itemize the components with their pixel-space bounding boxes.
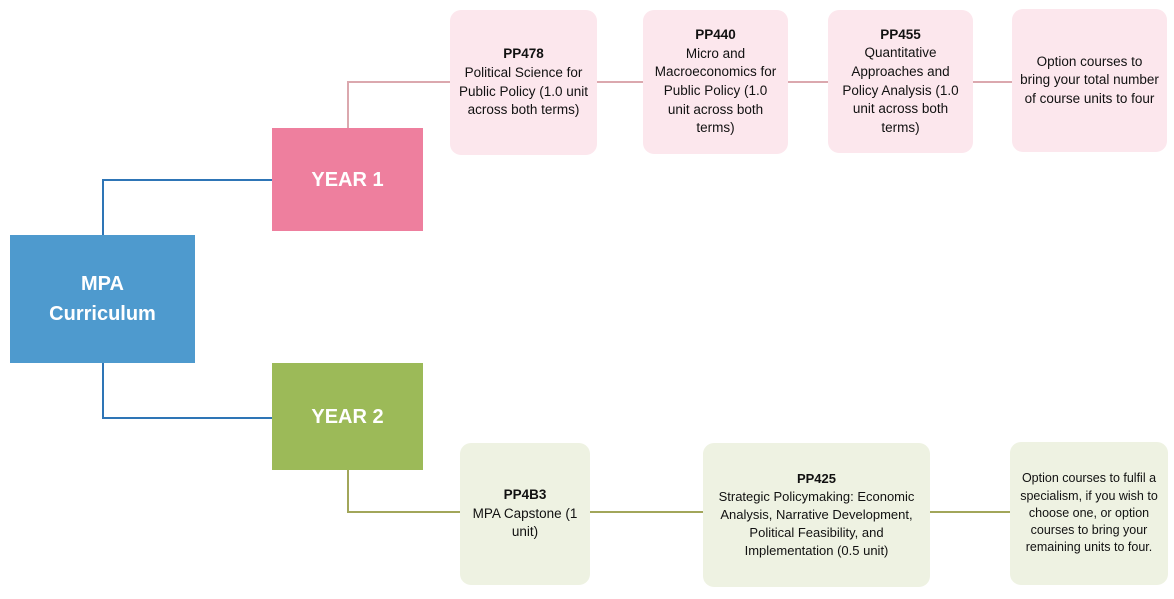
- course-box-pp478: PP478 Political Science for Public Polic…: [450, 10, 597, 155]
- year2-label: YEAR 2: [311, 405, 384, 428]
- course-box-pp425: PP425 Strategic Policymaking: Economic A…: [703, 443, 930, 587]
- connector-root-year2-vertical: [102, 362, 104, 419]
- connector-year2-row-vertical: [347, 469, 349, 513]
- course-code: PP440: [695, 27, 736, 43]
- course-description: Quantitative Approaches and Policy Analy…: [842, 45, 959, 135]
- connector-year1-pp478: [347, 81, 451, 83]
- connector-pp440-pp455: [787, 81, 829, 83]
- course-code: PP478: [503, 46, 544, 62]
- course-box-year1-options: Option courses to bring your total numbe…: [1012, 9, 1167, 152]
- course-box-year2-options: Option courses to fulfil a specialism, i…: [1010, 442, 1168, 585]
- course-description: Option courses to bring your total numbe…: [1020, 53, 1159, 106]
- connector-year1-row-vertical: [347, 81, 349, 129]
- connector-pp4b3-pp425: [589, 511, 704, 513]
- connector-year2-pp4b3: [347, 511, 461, 513]
- course-description: Strategic Policymaking: Economic Analysi…: [718, 489, 915, 558]
- root-node-mpa-curriculum: MPA Curriculum: [10, 235, 195, 363]
- course-description: Option courses to fulfil a specialism, i…: [1020, 471, 1158, 555]
- course-box-pp4b3: PP4B3 MPA Capstone (1 unit): [460, 443, 590, 585]
- course-code: PP4B3: [503, 487, 547, 503]
- course-box-pp440: PP440 Micro and Macroeconomics for Publi…: [643, 10, 788, 154]
- connector-pp425-option: [929, 511, 1011, 513]
- root-node-label: MPA Curriculum: [49, 273, 156, 325]
- connector-pp455-option: [972, 81, 1013, 83]
- connector-pp478-pp440: [596, 81, 644, 83]
- connector-root-year1-horizontal: [102, 179, 272, 181]
- connector-root-year1-vertical: [102, 179, 104, 237]
- year2-node: YEAR 2: [272, 363, 423, 470]
- year1-label: YEAR 1: [311, 168, 384, 191]
- course-code: PP425: [796, 471, 837, 487]
- connector-root-year2-horizontal: [102, 417, 272, 419]
- year1-node: YEAR 1: [272, 128, 423, 231]
- course-description: Political Science for Public Policy (1.0…: [458, 64, 589, 118]
- course-code: PP455: [880, 26, 921, 42]
- course-description: MPA Capstone (1 unit): [472, 505, 578, 540]
- course-description: Micro and Macroeconomics for Public Poli…: [654, 45, 777, 136]
- course-box-pp455: PP455 Quantitative Approaches and Policy…: [828, 10, 973, 153]
